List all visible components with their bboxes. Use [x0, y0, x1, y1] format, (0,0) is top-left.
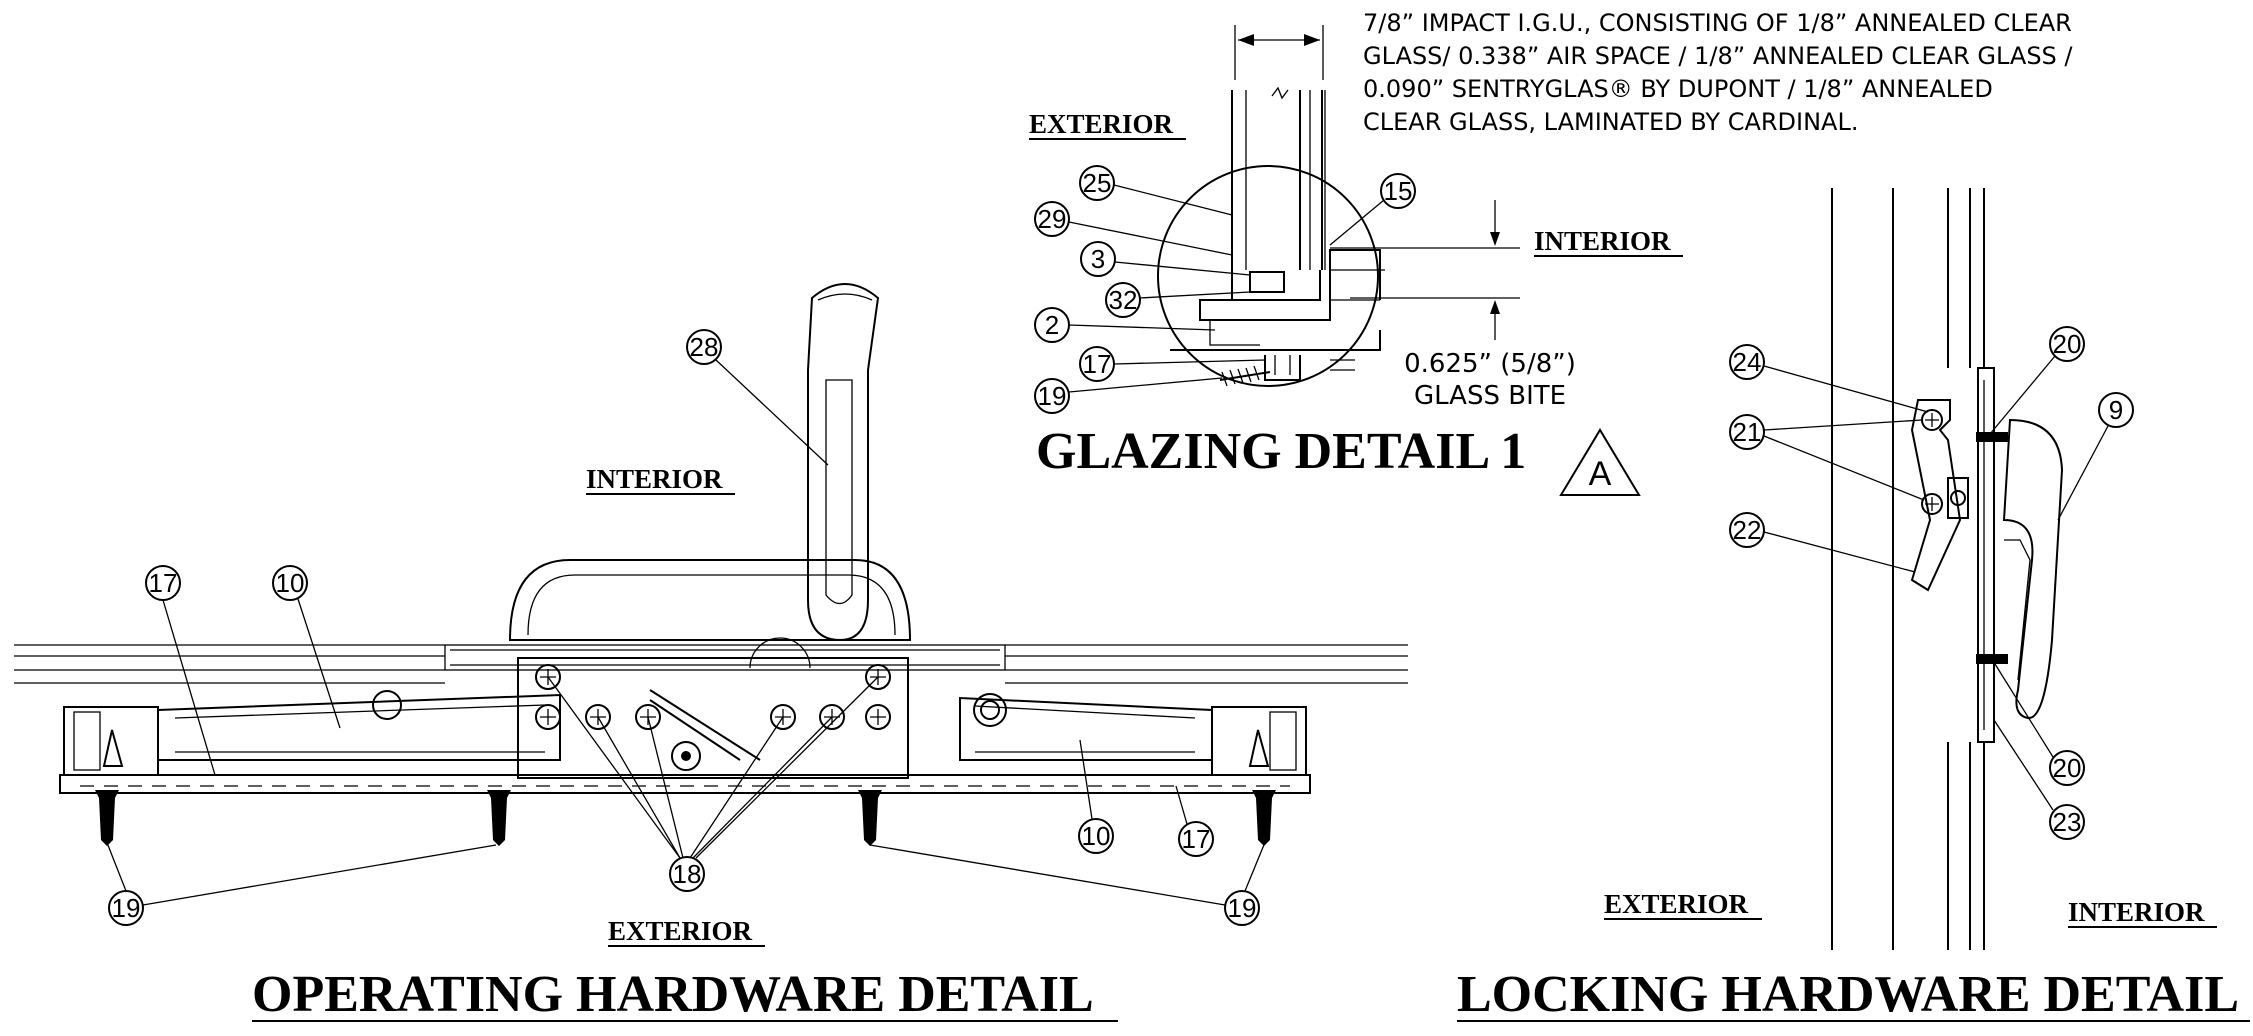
- svg-text:22: 22: [1733, 515, 1762, 545]
- operating-callout-10-left: 10: [272, 565, 341, 729]
- locking-interior-label: INTERIOR: [2068, 897, 2205, 927]
- operating-exterior-label: EXTERIOR: [608, 916, 753, 946]
- svg-text:23: 23: [2053, 807, 2082, 837]
- svg-text:17: 17: [149, 568, 178, 598]
- svg-text:28: 28: [690, 332, 719, 362]
- svg-text:17: 17: [1083, 349, 1112, 379]
- glazing-interior-label: INTERIOR: [1534, 226, 1671, 256]
- svg-text:24: 24: [1733, 347, 1762, 377]
- glazing-note-line-4: CLEAR GLASS, LAMINATED BY CARDINAL.: [1363, 108, 1858, 136]
- svg-text:18: 18: [673, 859, 702, 889]
- svg-text:17: 17: [1182, 824, 1211, 854]
- glazing-callout-15: 15: [1329, 173, 1416, 246]
- svg-text:19: 19: [1038, 381, 1067, 411]
- svg-text:19: 19: [112, 893, 141, 923]
- locking-callout-24: 24: [1729, 344, 1929, 413]
- glazing-note-line-3: 0.090” SENTRYGLAS® BY DUPONT / 1/8” ANNE…: [1363, 75, 1993, 103]
- locking-exterior-label: EXTERIOR: [1604, 889, 1749, 919]
- svg-text:2: 2: [1045, 310, 1059, 340]
- operating-callout-19-left: 19: [103, 834, 497, 926]
- svg-text:10: 10: [1082, 821, 1111, 851]
- glazing-callout-2: 2: [1034, 307, 1216, 343]
- glazing-exterior-label: EXTERIOR: [1029, 109, 1174, 139]
- glass-bite-value: 0.625” (5/8”): [1404, 349, 1576, 379]
- svg-text:15: 15: [1384, 176, 1413, 206]
- glass-bite-label: GLASS BITE: [1414, 381, 1566, 411]
- glazing-note-line-2: GLASS/ 0.338” AIR SPACE / 1/8” ANNEALED …: [1363, 42, 2073, 70]
- svg-text:29: 29: [1038, 204, 1067, 234]
- svg-text:3: 3: [1091, 244, 1105, 274]
- operating-callout-17-right: 17: [1175, 785, 1214, 857]
- svg-text:9: 9: [2109, 395, 2123, 425]
- locking-detail-title: LOCKING HARDWARE DETAIL: [1457, 966, 2239, 1023]
- operating-callout-17-left: 17: [145, 565, 216, 776]
- svg-text:19: 19: [1228, 893, 1257, 923]
- locking-callout-23: 23: [1993, 719, 2085, 840]
- glazing-callout-3: 3: [1080, 241, 1251, 277]
- glazing-callout-32: 32: [1105, 282, 1251, 318]
- svg-text:20: 20: [2053, 753, 2082, 783]
- glazing-detail: 25 29 3 32 2 17 19: [1029, 9, 2073, 496]
- svg-text:10: 10: [276, 568, 305, 598]
- housing-screws: [535, 664, 891, 730]
- svg-text:21: 21: [1733, 417, 1762, 447]
- svg-text:A: A: [1589, 455, 1612, 493]
- glazing-callout-25: 25: [1079, 165, 1233, 216]
- glazing-detail-title: GLAZING DETAIL 1: [1036, 423, 1526, 480]
- locking-callout-21: 21: [1729, 414, 1925, 501]
- locking-hardware-detail: 24 21 22 20 9 20: [1457, 188, 2250, 1023]
- glazing-callout-19: 19: [1034, 377, 1223, 414]
- operating-callout-19-right: 19: [869, 834, 1269, 926]
- operating-hardware-detail: 28 17 10 10 17: [14, 283, 1408, 1023]
- glazing-callout-29: 29: [1034, 201, 1233, 256]
- locking-callout-20-bottom: 20: [1994, 663, 2085, 786]
- operating-callout-10-right: 10: [1078, 739, 1114, 854]
- operating-callout-28: 28: [686, 329, 829, 466]
- operating-interior-label: INTERIOR: [586, 464, 723, 494]
- svg-text:32: 32: [1109, 285, 1138, 315]
- glazing-note-line-1: 7/8” IMPACT I.G.U., CONSISTING OF 1/8” A…: [1363, 9, 2072, 37]
- locking-callout-22: 22: [1729, 512, 1916, 573]
- operating-callout-18: 18: [547, 676, 879, 892]
- svg-text:25: 25: [1083, 168, 1112, 198]
- operating-detail-title: OPERATING HARDWARE DETAIL: [252, 966, 1094, 1023]
- locking-callout-9: 9: [2057, 392, 2134, 521]
- svg-text:20: 20: [2053, 329, 2082, 359]
- glazing-callout-17: 17: [1079, 346, 1266, 382]
- wood-screws: [95, 790, 1276, 846]
- locking-callout-20-top: 20: [1989, 326, 2085, 435]
- revision-triangle-icon: A: [1559, 428, 1641, 496]
